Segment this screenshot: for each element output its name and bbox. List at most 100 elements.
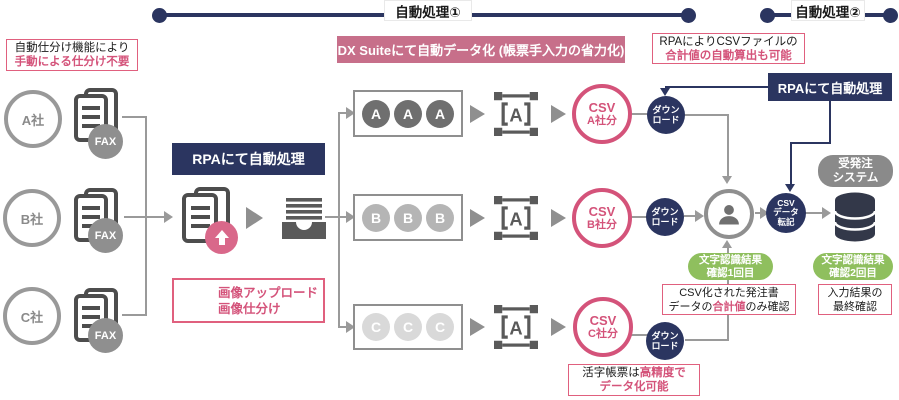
- branch-stub-c: [340, 326, 347, 328]
- note-printed-black: 活字帳票は: [582, 367, 640, 379]
- flow-arrow-c1: [470, 318, 485, 336]
- order-system-label: 受発注 システム: [818, 155, 893, 187]
- csv-a-top: CSV: [588, 99, 616, 115]
- branch-feed-line: [325, 216, 340, 218]
- company-a-circle: A社: [4, 90, 62, 148]
- link-person-transfer: [755, 212, 763, 214]
- operator-person-icon: [704, 189, 754, 239]
- badge-check-first-line2: 確認1回目: [706, 266, 755, 279]
- order-system-line1: 受発注: [838, 158, 873, 170]
- note-confirm-final-line1: 入力結果の: [827, 286, 883, 299]
- doc-circle: A: [394, 99, 422, 128]
- csv-circle-b: CSV B社分: [572, 188, 632, 248]
- group-box-b: B B B: [353, 194, 463, 241]
- rpa-right-banner: RPAにて自動処理: [768, 73, 892, 101]
- doc-circle: C: [394, 313, 422, 341]
- note-auto-sort-line1: 自動仕分け機能により: [14, 42, 130, 54]
- arrow-into-person-top: [722, 176, 732, 184]
- doc-circle: B: [426, 203, 454, 232]
- navy-arrow-into-download-a: [660, 88, 670, 96]
- badge-check-first: 文字認識結果 確認1回目: [688, 253, 773, 280]
- link-dl-a-v: [727, 114, 729, 176]
- flow-arrow-a1: [470, 105, 485, 123]
- download-b-bottom: ロード: [651, 217, 679, 227]
- document-tray-icon: [282, 198, 326, 239]
- csv-circle-a: CSV A社分: [572, 84, 632, 144]
- fax-badge-b: FAX: [88, 218, 123, 253]
- link-csv-dl-b: [630, 216, 648, 218]
- link-transfer-db: [805, 212, 825, 214]
- doc-circle: C: [362, 313, 390, 341]
- arrow-into-group-b: [346, 211, 355, 223]
- ocr-icon-a: A: [494, 92, 538, 136]
- note-image-upload-line1: 画像アップロード: [218, 285, 319, 300]
- ocr-icon-b: A: [494, 196, 538, 240]
- navy-link-h2: [790, 142, 831, 144]
- arrow-into-upload: [164, 211, 173, 223]
- csv-b-top: CSV: [588, 203, 616, 219]
- database-icon: [833, 192, 877, 242]
- group-box-a: A A A: [353, 90, 463, 137]
- ocr-letter: A: [509, 104, 522, 125]
- fax-badge-a: FAX: [88, 124, 123, 159]
- note-printed-form: 活字帳票は高精度で データ化可能: [568, 364, 700, 396]
- order-system-line2: システム: [832, 172, 879, 184]
- badge-check-second: 文字認識結果 確認2回目: [813, 253, 893, 280]
- navy-link-v2: [790, 142, 792, 184]
- flow-arrow-b2: [551, 209, 566, 227]
- badge-check-first-line1: 文字認識結果: [699, 254, 762, 266]
- person-glyph: [719, 205, 739, 225]
- arrow-into-person-left: [695, 210, 704, 222]
- arrow-into-person-bottom: [722, 240, 732, 248]
- note-image-upload: 画像アップロード 画像仕分け: [172, 278, 325, 323]
- note-confirm-final: 入力結果の 最終確認: [818, 284, 892, 315]
- link-csv-dl-a: [630, 113, 649, 115]
- note-confirm-first-line1: CSV化された発注書: [679, 286, 779, 299]
- arrow-into-group-a: [346, 107, 355, 119]
- csv-transfer-circle: CSV データ 転記: [766, 193, 806, 233]
- link-dl-b-h: [684, 215, 697, 217]
- link-csv-dl-c: [631, 334, 648, 336]
- download-a-bottom: ロード: [652, 115, 680, 125]
- dx-suite-banner: DX Suiteにて自動データ化 (帳票手入力の省力化): [337, 36, 625, 63]
- download-circle-b: ダウン ロード: [646, 198, 684, 236]
- csv-c-bottom: C社分: [588, 327, 618, 340]
- download-a-top: ダウン: [652, 104, 680, 115]
- download-b-top: ダウン: [651, 206, 679, 217]
- confirm-first-pre: データの: [668, 300, 713, 313]
- doc-circle: A: [362, 99, 390, 128]
- note-image-upload-line2: 画像仕分け: [218, 301, 281, 316]
- confirm-first-em: 合計値: [712, 300, 746, 313]
- navy-link-v1: [829, 101, 831, 144]
- note-printed-pink: 高精度で: [639, 367, 686, 379]
- rpa-center-banner: RPAにて自動処理: [172, 143, 325, 175]
- csv-transfer-line2: データ: [773, 207, 799, 218]
- doc-circle: C: [426, 313, 454, 341]
- ocr-letter: A: [509, 317, 522, 338]
- note-auto-sort-line2: 手動による仕分け不要: [14, 56, 130, 68]
- connector-a-h: [122, 116, 147, 118]
- flow-arrow-1: [246, 207, 263, 229]
- csv-b-bottom: B社分: [587, 218, 617, 231]
- branch-stub-a: [340, 112, 347, 114]
- fax-badge-c: FAX: [88, 318, 123, 353]
- ocr-icon-c: A: [494, 305, 538, 349]
- connector-b-h: [124, 216, 147, 218]
- link-dl-a-h: [685, 114, 729, 116]
- company-b-circle: B社: [3, 189, 61, 247]
- ocr-letter: A: [509, 208, 522, 229]
- note-csv-total-line1: RPAによりCSVファイルの: [659, 35, 798, 48]
- timeline2-end-dot: [883, 8, 898, 23]
- csv-transfer-line1: CSV: [777, 197, 795, 208]
- timeline1-end-dot: [681, 8, 696, 23]
- company-c-circle: C社: [3, 287, 61, 345]
- timeline2-label: 自動処理②: [791, 0, 865, 21]
- connector-c-h: [122, 314, 147, 316]
- link-dl-c-h: [685, 339, 729, 341]
- flow-arrow-a2: [551, 105, 566, 123]
- navy-arrow-into-transfer: [785, 184, 795, 192]
- connector-converge-stub: [147, 216, 165, 218]
- note-csv-total-line2: 合計値の自動算出も可能: [665, 49, 792, 62]
- download-c-bottom: ロード: [651, 341, 679, 351]
- csv-c-top: CSV: [589, 312, 617, 328]
